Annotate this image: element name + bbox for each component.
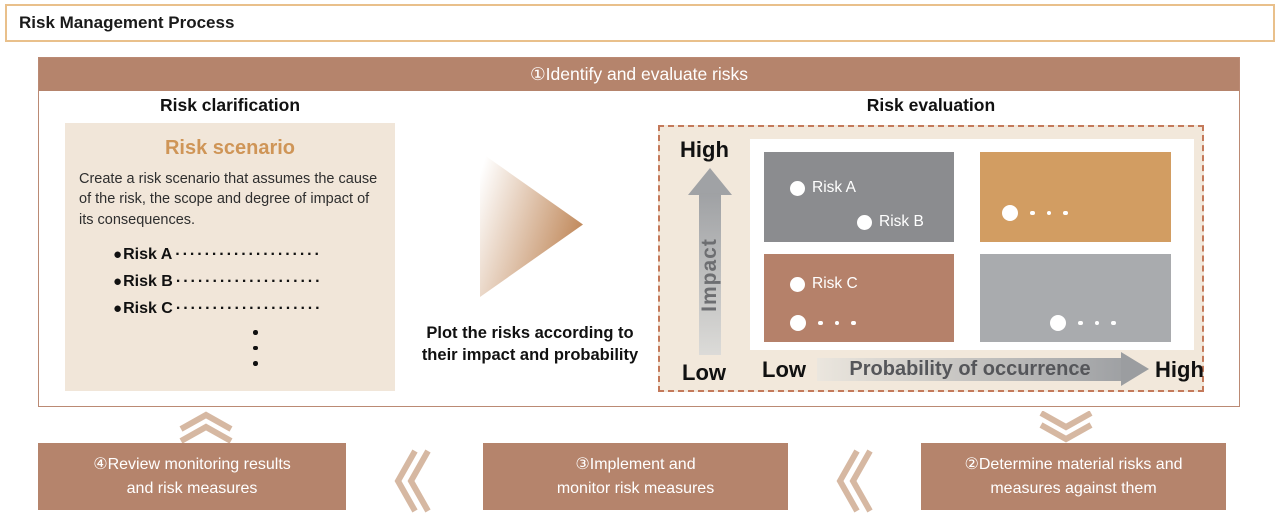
- risk-matrix: Risk A Risk B Risk C: [750, 139, 1194, 350]
- probability-axis-arrow-icon: [1121, 352, 1149, 386]
- bullet-icon: ●: [113, 273, 123, 290]
- up-chevron-icon: [176, 411, 236, 448]
- risk-list-item: ● Risk B ····················: [113, 268, 322, 295]
- risk-point: Risk A: [790, 179, 856, 197]
- step1-header: ①Identify and evaluate risks: [39, 58, 1239, 91]
- probability-axis-arrow-shaft: [817, 358, 1121, 381]
- step4-label-line1: ④Review monitoring results: [93, 456, 291, 474]
- risk-list-item: ● Risk A ····················: [113, 241, 322, 268]
- step3-implement-box: ③Implement and monitor risk measures: [483, 443, 788, 510]
- quadrant-high-impact-low-probability: Risk A Risk B: [764, 152, 954, 242]
- risk-list: ● Risk A ···················· ● Risk B ·…: [113, 241, 322, 322]
- risk-name: Risk C: [123, 299, 173, 317]
- risk-evaluation-heading: Risk evaluation: [866, 95, 996, 115]
- risk-scenario-title: Risk scenario: [164, 137, 296, 159]
- risk-point-label: Risk A: [812, 179, 856, 196]
- risk-point: Risk B: [857, 213, 924, 231]
- dot-group-icon: [790, 315, 856, 331]
- page-title: Risk Management Process: [19, 13, 235, 32]
- step2-label-line2: measures against them: [990, 479, 1157, 497]
- risk-scenario-description: Create a risk scenario that assumes the …: [79, 171, 378, 228]
- quadrant-low-impact-low-probability: Risk C: [764, 254, 954, 342]
- step4-label-line2: and risk measures: [126, 479, 258, 497]
- step2-label-line1: ②Determine material risks and: [964, 456, 1183, 474]
- quadrant-low-impact-high-probability: [980, 254, 1171, 342]
- risk-point-label: Risk C: [812, 275, 858, 292]
- impact-axis-arrow-icon: [688, 168, 732, 195]
- probability-low-label: Low: [762, 357, 806, 382]
- risk-clarification-heading: Risk clarification: [159, 95, 301, 115]
- flow-arrow-icon: [480, 152, 583, 302]
- dotted-leader: ····················: [175, 272, 323, 290]
- step2-determine-box: ②Determine material risks and measures a…: [921, 443, 1226, 510]
- risk-evaluation-box: High Impact Low Risk A Risk B: [658, 125, 1204, 392]
- transition-note: Plot the risks according to their impact…: [421, 324, 639, 364]
- dotted-leader: ····················: [175, 245, 322, 263]
- page-title-box: Risk Management Process: [5, 4, 1275, 42]
- risk-scenario-card: Risk scenario Create a risk scenario tha…: [65, 123, 395, 391]
- impact-axis-label: Impact: [698, 238, 721, 312]
- dot-group-icon: [1002, 205, 1068, 221]
- risk-name: Risk B: [123, 272, 173, 290]
- risk-point-icon: [790, 276, 805, 292]
- risk-name: Risk A: [123, 245, 173, 263]
- vertical-ellipsis-icon: [253, 330, 258, 377]
- probability-axis-label: Probability of occurrence: [849, 358, 1091, 380]
- risk-point-icon: [857, 214, 872, 230]
- risk-point-icon: [790, 180, 805, 196]
- dotted-leader: ····················: [175, 299, 323, 317]
- step3-label-line2: monitor risk measures: [556, 479, 715, 497]
- probability-high-label: High: [1155, 357, 1204, 382]
- risk-point-label: Risk B: [879, 213, 924, 230]
- quadrant-high-impact-high-probability: [980, 152, 1171, 242]
- dot-group-icon: [1050, 315, 1116, 331]
- bullet-icon: ●: [113, 300, 123, 317]
- step4-review-box: ④Review monitoring results and risk meas…: [38, 443, 346, 510]
- impact-axis-arrow-shaft: [699, 193, 721, 355]
- risk-point: Risk C: [790, 275, 858, 293]
- left-chevron-icon: [392, 447, 432, 520]
- risk-list-item: ● Risk C ····················: [113, 295, 322, 322]
- step3-label-line1: ③Implement and: [575, 456, 696, 474]
- left-chevron-icon: [834, 447, 874, 520]
- down-chevron-icon: [1036, 410, 1096, 448]
- bullet-icon: ●: [113, 246, 123, 263]
- impact-low-label: Low: [682, 360, 726, 385]
- impact-high-label: High: [680, 137, 729, 162]
